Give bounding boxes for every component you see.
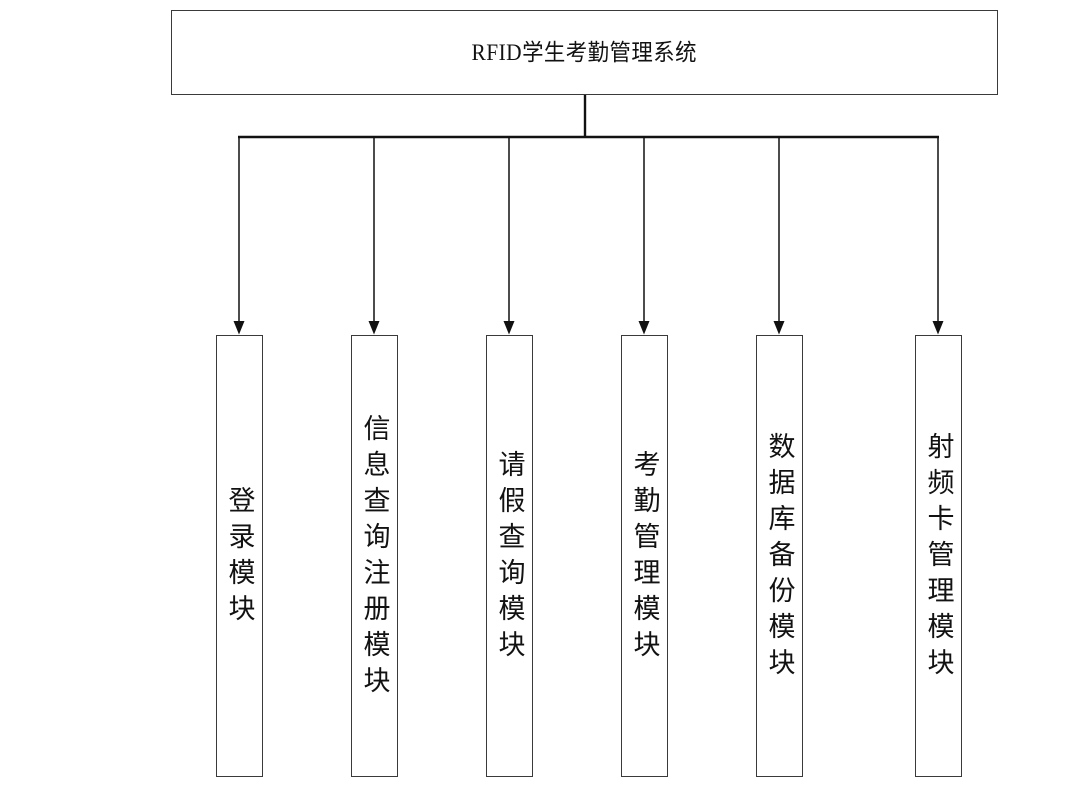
- drop-arrows: [238, 137, 939, 322]
- module-node-info-query-register[interactable]: 信息查询注册模块: [351, 335, 398, 777]
- module-node-label: 数据库备份模块: [764, 432, 795, 684]
- module-node-database-backup[interactable]: 数据库备份模块: [756, 335, 803, 777]
- module-node-label: 信息查询注册模块: [359, 414, 390, 702]
- arrowhead-6: [932, 321, 944, 335]
- arrowheads: [233, 321, 944, 335]
- root-node-label: RFID学生考勤管理系统: [471, 40, 698, 65]
- module-node-label: 考勤管理模块: [629, 450, 660, 666]
- arrowhead-5: [773, 321, 785, 335]
- module-node-attendance-management[interactable]: 考勤管理模块: [621, 335, 668, 777]
- module-node-login[interactable]: 登录模块: [216, 335, 263, 777]
- arrowhead-3: [503, 321, 515, 335]
- module-node-rf-card-management[interactable]: 射频卡管理模块: [915, 335, 962, 777]
- module-node-leave-query[interactable]: 请假查询模块: [486, 335, 533, 777]
- root-node-system-title[interactable]: RFID学生考勤管理系统: [171, 10, 998, 95]
- module-node-label: 登录模块: [224, 486, 255, 630]
- arrowhead-4: [638, 321, 650, 335]
- module-node-label: 请假查询模块: [494, 450, 525, 666]
- arrowhead-1: [233, 321, 245, 335]
- arrowhead-2: [368, 321, 380, 335]
- module-node-label: 射频卡管理模块: [923, 432, 954, 684]
